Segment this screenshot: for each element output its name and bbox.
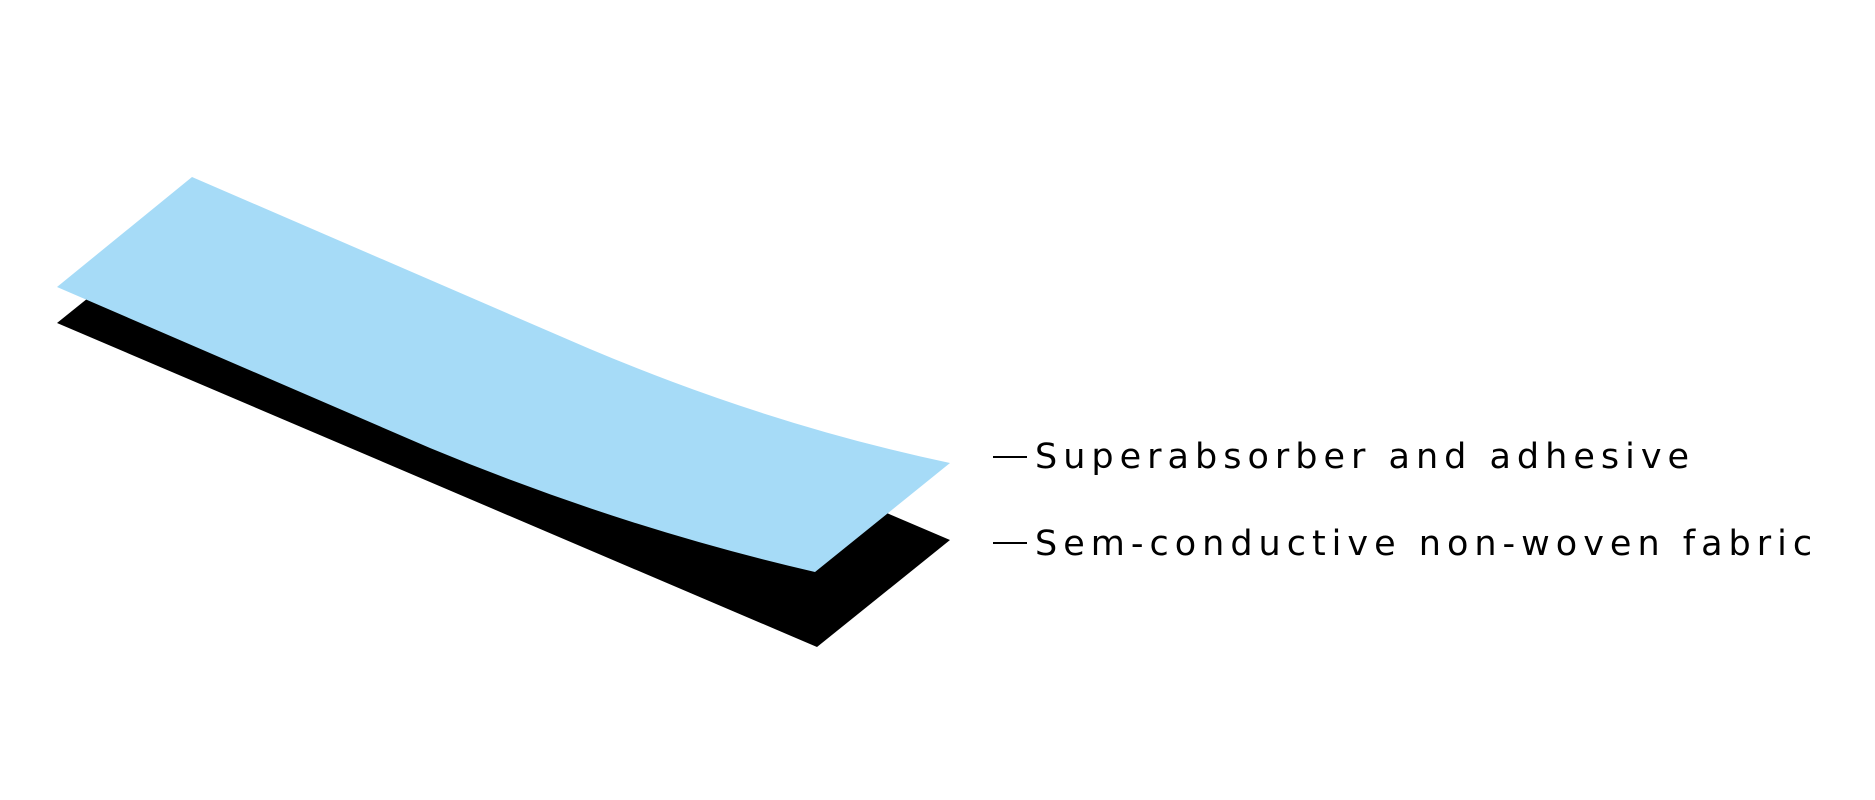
top-layer-superabsorber — [57, 177, 950, 572]
label-semi-conductive-fabric: Sem-conductive non-woven fabric — [1035, 524, 1819, 564]
label-superabsorber-adhesive: Superabsorber and adhesive — [1035, 437, 1696, 477]
